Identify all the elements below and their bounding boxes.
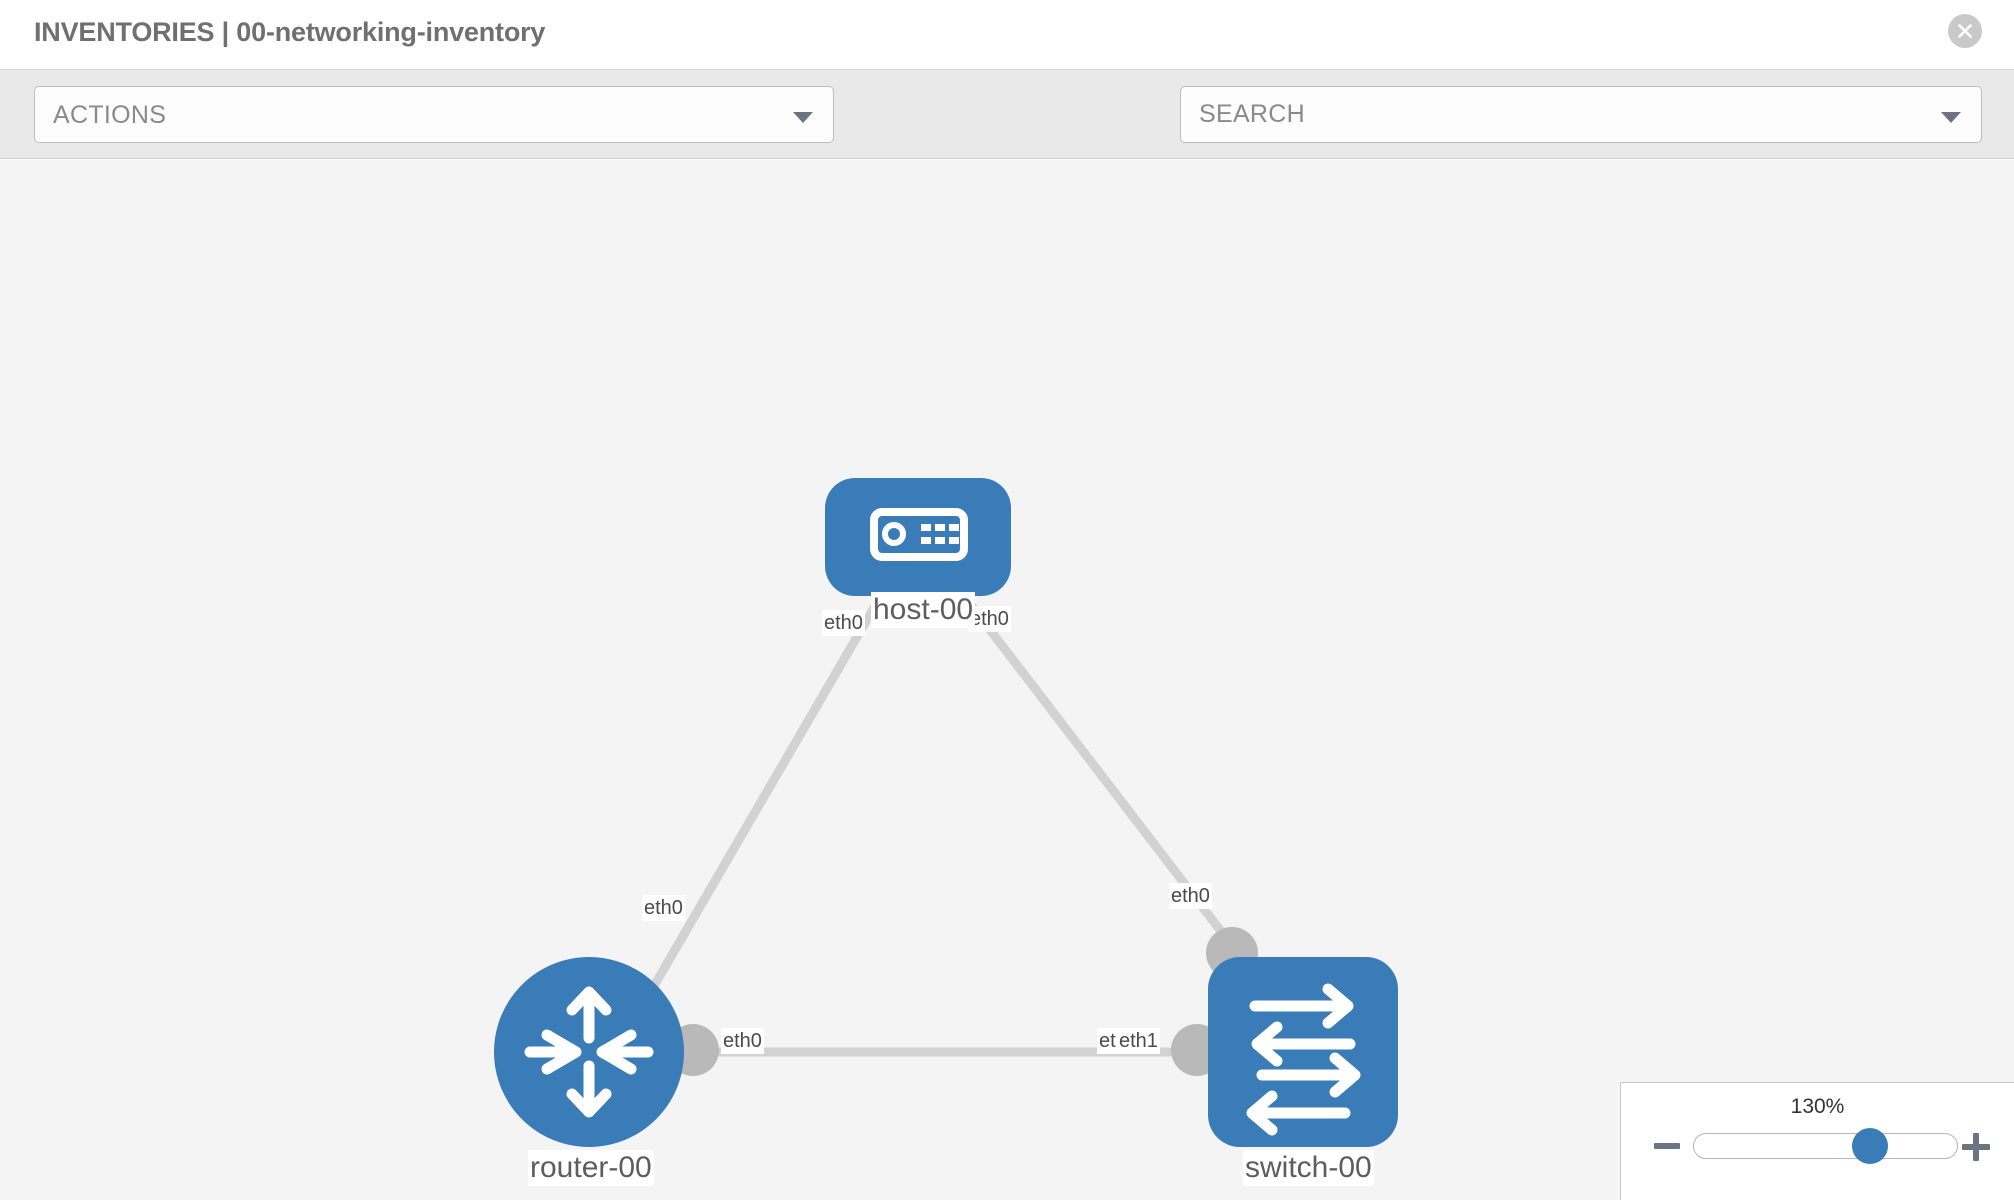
page-title: INVENTORIES | 00-networking-inventory (34, 17, 546, 47)
actions-dropdown-label: ACTIONS (53, 101, 167, 129)
chevron-down-icon[interactable] (1941, 112, 1961, 123)
node-router-00 (494, 957, 684, 1147)
iface-label-switch-uplink: eth0 (1169, 883, 1212, 909)
zoom-out-button[interactable] (1652, 1131, 1682, 1166)
iface-label-host-right: eth0 (968, 606, 1011, 632)
zoom-slider-thumb[interactable] (1851, 1128, 1888, 1164)
node-label-host-00: host-00 (871, 592, 976, 628)
node-label-router-00: router-00 (528, 1150, 654, 1186)
actions-dropdown[interactable]: ACTIONS (34, 86, 834, 143)
topology-links (629, 572, 1247, 1057)
search-box[interactable] (1180, 86, 1982, 143)
zoom-in-button[interactable] (1960, 1131, 1992, 1168)
topology-canvas[interactable]: eth0 eth0 eth0 eth0 eth0 eth0 eth1 host-… (0, 160, 2014, 1200)
iface-label-switch-trunk-eth1: eth1 (1117, 1028, 1160, 1054)
server-icon (870, 508, 968, 561)
toolbar: ACTIONS (0, 70, 2014, 205)
node-host-00 (825, 478, 1011, 596)
close-button[interactable] (1948, 14, 1982, 48)
iface-label-host-left: eth0 (822, 610, 865, 636)
switch-icon (1246, 983, 1361, 1136)
chevron-down-icon (793, 112, 813, 123)
node-label-switch-00: switch-00 (1243, 1150, 1374, 1186)
router-icon (524, 986, 654, 1118)
iface-label-router-trunk: eth0 (721, 1028, 764, 1054)
iface-label-router-uplink: eth0 (642, 895, 685, 921)
zoom-control-panel: 130% (1620, 1082, 2014, 1200)
zoom-level-value: 130% (1790, 1095, 1845, 1118)
page-header: INVENTORIES | 00-networking-inventory (0, 0, 2014, 70)
link-host-router (629, 572, 897, 1025)
search-input[interactable] (1181, 87, 1921, 142)
zoom-slider-track[interactable] (1693, 1128, 1958, 1164)
node-switch-00 (1208, 957, 1398, 1147)
topology-graph (494, 478, 1398, 1147)
